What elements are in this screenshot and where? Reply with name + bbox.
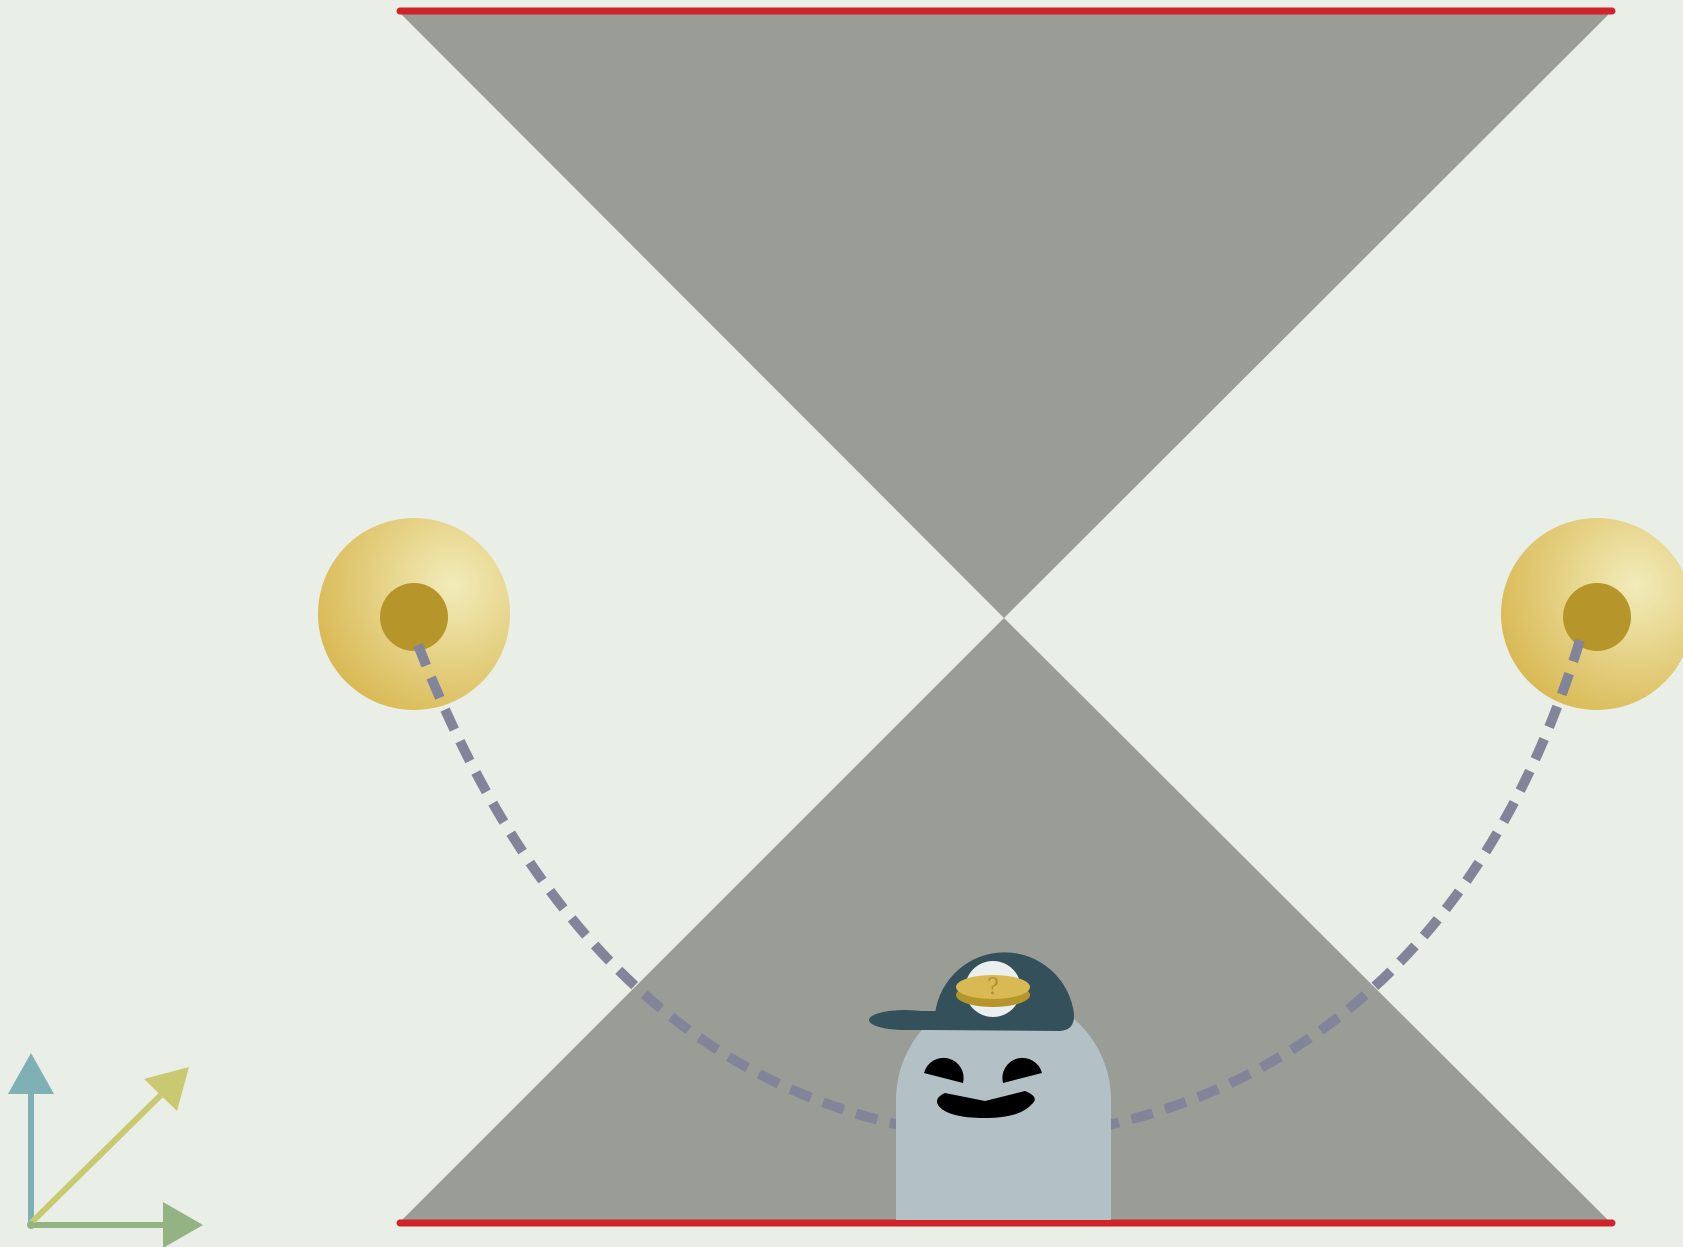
right-orb-core	[1563, 583, 1631, 651]
coin-label: ?	[987, 975, 999, 1000]
question-coin-icon[interactable]: ?	[956, 975, 1030, 1007]
left-orb[interactable]	[318, 518, 510, 710]
left-orb-core	[380, 583, 448, 651]
